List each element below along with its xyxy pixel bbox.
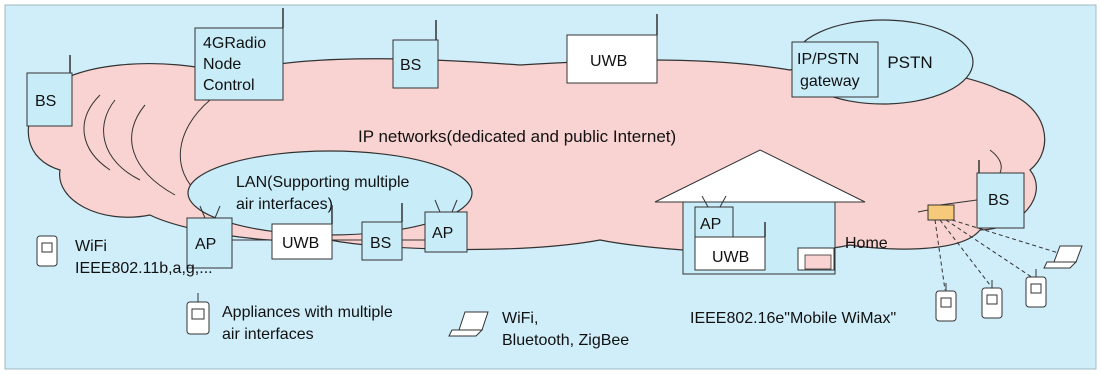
wimax-label: IEEE802.16e"Mobile WiMax" — [690, 310, 896, 327]
legend-appliance-label-1: Appliances with multiple — [222, 304, 393, 321]
phone-icon — [981, 280, 1003, 319]
antenna-icon — [434, 199, 441, 213]
lan-label-2: air interfaces) — [236, 196, 333, 213]
uwb-top-box — [566, 34, 658, 84]
phone-icon — [935, 283, 957, 322]
bs-top-box — [392, 39, 439, 89]
link-line — [917, 209, 929, 213]
home-label: Home — [845, 235, 888, 252]
gateway-label-2: gateway — [800, 73, 860, 90]
ip-networks-label: IP networks(dedicated and public Interne… — [358, 127, 676, 146]
phone-icon — [186, 293, 210, 335]
home-uwb-label: UWB — [712, 249, 749, 266]
laptop-icon — [1043, 245, 1083, 269]
legend-laptop-label-2: Bluetooth, ZigBee — [502, 332, 629, 349]
radio-control-label-1: 4GRadio — [203, 35, 266, 52]
radio-control-label-3: Control — [203, 77, 255, 94]
uwb-mid-label: UWB — [282, 235, 319, 252]
wimax-connector — [927, 204, 955, 221]
radio-control-box — [194, 27, 284, 101]
lan-label-1: LAN(Supporting multiple — [236, 174, 410, 191]
ap-left-box — [186, 217, 233, 269]
bs-left-label: BS — [35, 93, 56, 110]
bs-mid-box — [361, 221, 403, 261]
home-ap-box — [694, 206, 734, 238]
bs-mid-label: BS — [370, 235, 391, 252]
pstn-label: PSTN — [887, 53, 932, 72]
uwb-mid-box — [271, 223, 333, 260]
antenna-icon — [199, 205, 206, 219]
ap-mid-box — [424, 211, 468, 253]
radio-control-label-2: Node — [203, 56, 241, 73]
ap-mid-label: AP — [432, 225, 453, 242]
bs-top-label: BS — [400, 57, 421, 74]
uwb-top-label: UWB — [590, 53, 627, 70]
legend-wifi-label-2: IEEE802.11b,a,g,... — [75, 260, 213, 277]
antenna-icon — [451, 199, 458, 213]
wimax-dashed-links — [934, 219, 1066, 291]
home-uwb-box — [694, 236, 766, 271]
bs-right-box — [976, 172, 1025, 229]
gateway-box — [791, 41, 879, 98]
home-ap-label: AP — [700, 216, 721, 233]
laptop-icon — [448, 311, 489, 337]
bs-right-label: BS — [988, 192, 1009, 209]
phone-icon — [36, 235, 58, 267]
phone-icon — [1025, 269, 1047, 308]
link-line — [939, 199, 978, 206]
ap-left-label: AP — [195, 236, 216, 253]
antenna-icon — [214, 205, 221, 219]
antenna-icon — [719, 195, 727, 208]
legend-laptop-label-1: WiFi, — [502, 310, 538, 327]
gateway-label-1: IP/PSTN — [797, 51, 859, 68]
tv-icon — [797, 247, 835, 271]
antenna-icon — [701, 195, 709, 208]
bs-left-box — [26, 72, 73, 127]
legend-wifi-label-1: WiFi — [75, 238, 107, 255]
legend-appliance-label-2: air interfaces — [222, 326, 314, 343]
